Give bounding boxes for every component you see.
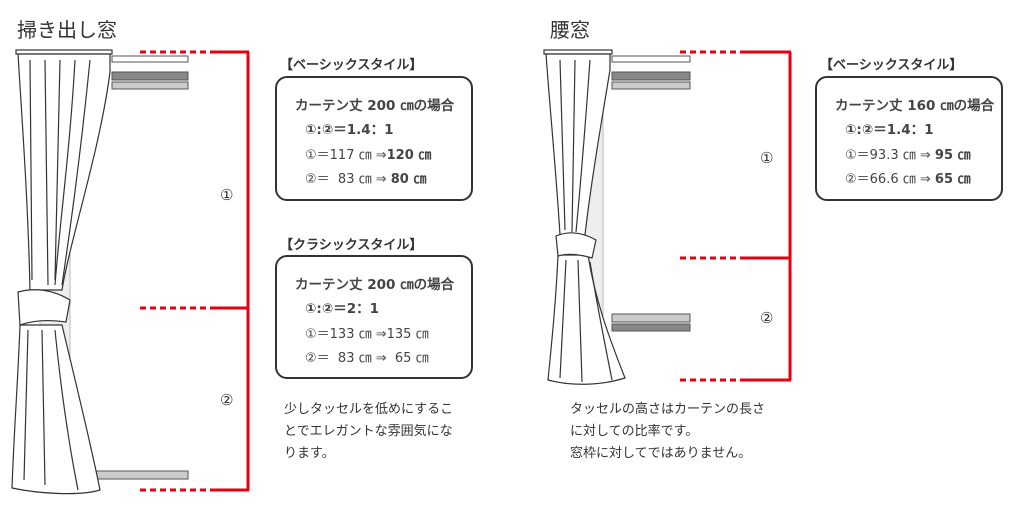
row1-result: 95 ㎝ <box>934 148 971 163</box>
right-label-1: ① <box>760 149 774 167</box>
ratio: ①:②＝1.4：1 <box>305 122 394 138</box>
heading: カーテン丈 200 ㎝の場合 <box>295 98 455 114</box>
row1-result: 120 ㎝ <box>386 148 432 163</box>
note-line: 窓枠に対してではありません。 <box>570 446 752 461</box>
left-basic-header: 【ベーシックスタイル】 <box>280 58 423 73</box>
ratio: ①:②＝1.4：1 <box>845 122 934 138</box>
row2-calc: ②＝ 83 ㎝ ⇒ <box>305 172 387 187</box>
heading: カーテン丈 160 ㎝の場合 <box>835 98 995 114</box>
note-line: に対しての比率です。 <box>570 424 699 439</box>
note-line: タッセルの高さはカーテンの長さ <box>570 402 766 417</box>
row2-result: 65 ㎝ <box>934 172 971 187</box>
right-note: タッセルの高さはカーテンの長さ に対しての比率です。 窓枠に対してではありません… <box>570 399 765 465</box>
note-line: ります。 <box>284 446 335 461</box>
left-label-2: ② <box>220 391 234 409</box>
left-label-1: ① <box>220 186 234 204</box>
row1-calc: ①＝133 ㎝ ⇒ <box>305 327 387 342</box>
ratio: ①:②＝2：1 <box>305 301 380 317</box>
right-label-2: ② <box>760 309 774 327</box>
left-title: 掃き出し窓 <box>17 18 117 42</box>
note-line: 少しタッセルを低めにするこ <box>284 402 454 417</box>
row1-result: 135 ㎝ <box>386 327 429 342</box>
left-measure-lines <box>140 50 250 492</box>
row2-result: 65 ㎝ <box>394 351 429 366</box>
left-basic-box: カーテン丈 200 ㎝の場合 ①:②＝1.4：1 ①＝117 ㎝ ⇒120 ㎝ … <box>275 76 473 201</box>
left-classic-box: カーテン丈 200 ㎝の場合 ①:②＝2：1 ①＝133 ㎝ ⇒135 ㎝ ②＝… <box>275 255 473 379</box>
note-line: とでエレガントな雰囲気にな <box>284 424 453 439</box>
row1-calc: ①＝117 ㎝ ⇒ <box>305 148 387 163</box>
row2-calc: ②＝ 83 ㎝ ⇒ <box>305 351 387 366</box>
right-basic-box: カーテン丈 160 ㎝の場合 ①:②＝1.4：1 ①＝93.3 ㎝ ⇒ 95 ㎝… <box>815 76 1003 201</box>
heading: カーテン丈 200 ㎝の場合 <box>295 277 455 293</box>
row1-calc: ①＝93.3 ㎝ ⇒ <box>845 148 931 163</box>
left-note: 少しタッセルを低めにするこ とでエレガントな雰囲気にな ります。 <box>284 399 453 465</box>
right-curtain <box>543 49 626 385</box>
right-basic-header: 【ベーシックスタイル】 <box>820 58 963 73</box>
row2-result: 80 ㎝ <box>390 172 427 187</box>
left-classic-header: 【クラシックスタイル】 <box>280 238 423 253</box>
left-curtain <box>11 49 113 495</box>
row2-calc: ②＝66.6 ㎝ ⇒ <box>845 172 931 187</box>
right-measure-lines <box>680 50 792 382</box>
right-title: 腰窓 <box>550 18 590 42</box>
